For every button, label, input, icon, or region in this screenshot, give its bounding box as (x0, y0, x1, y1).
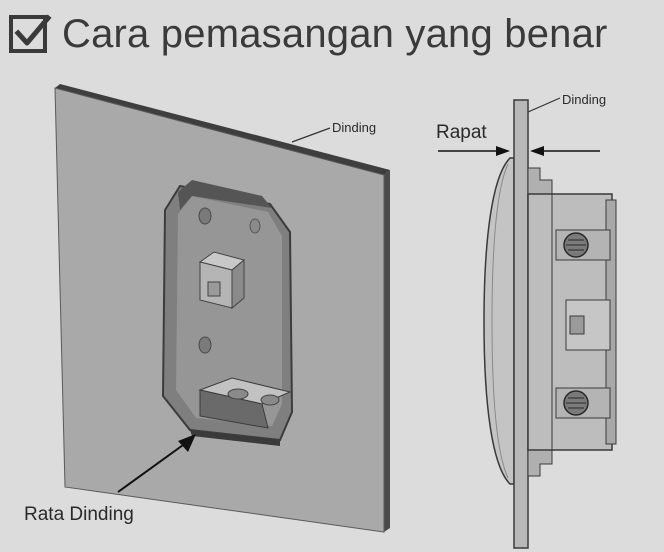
screw-hole-icon (249, 218, 261, 234)
tight-arrow-right-icon (530, 146, 600, 156)
front-view: Dinding Rata Dinding (24, 84, 390, 533)
wall-section (513, 99, 529, 549)
screw-hole-icon (198, 207, 212, 225)
mounting-box-inner (176, 196, 282, 426)
mounting-box-top-lip (178, 180, 272, 210)
flush-rim (190, 430, 280, 446)
module-clip (565, 299, 611, 351)
bottom-ledge (198, 377, 292, 429)
tight-arrow-left-icon (438, 146, 510, 156)
terminal-screw-top (555, 229, 611, 261)
wall-leader-line-right (527, 97, 561, 113)
mounting-flange (527, 167, 553, 477)
wall-top-edge (55, 84, 390, 175)
tight-label: Rapat (436, 122, 487, 143)
side-view: Dinding Rapat (436, 92, 617, 549)
switch-cover-plate (483, 157, 515, 485)
checkbox-checked-icon (9, 14, 52, 53)
terminal-screw-bottom (555, 387, 611, 419)
wall-label-right: Dinding (562, 92, 606, 107)
flush-label: Rata Dinding (24, 504, 134, 525)
wall-label-left: Dinding (332, 120, 376, 135)
center-clip (198, 251, 246, 310)
flush-arrow-icon (117, 434, 196, 493)
screw-hole-icon (198, 336, 212, 354)
wall-leader-line (291, 127, 331, 143)
wall-side-edge (384, 170, 390, 532)
page-title: Cara pemasangan yang benar (62, 12, 608, 56)
header: Cara pemasangan yang benar (8, 6, 608, 62)
